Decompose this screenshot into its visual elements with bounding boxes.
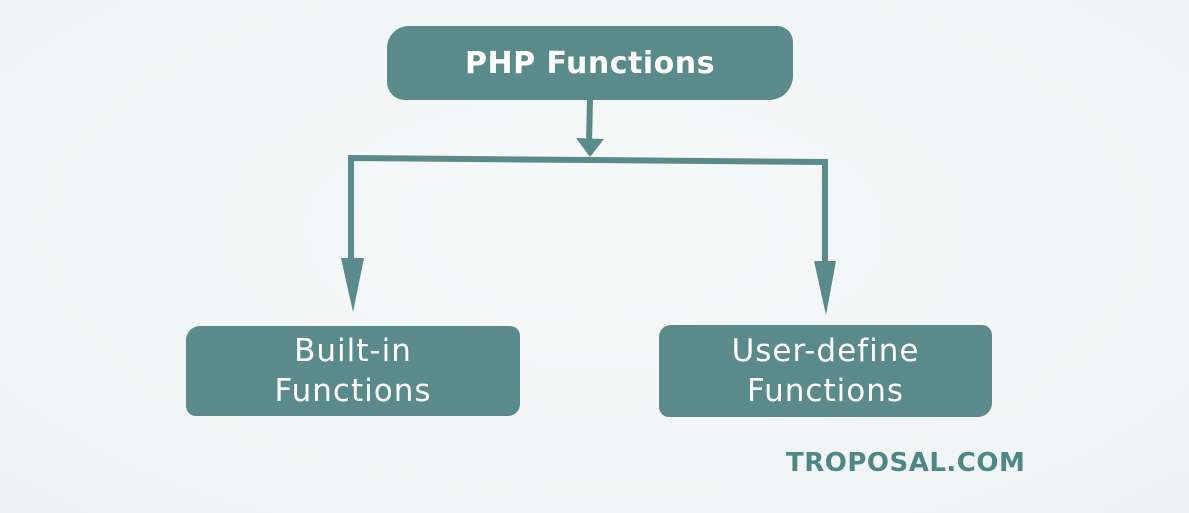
built-in-functions-node: Built-in Functions xyxy=(186,326,520,416)
right-arrowhead-icon xyxy=(814,261,836,315)
root-down-connector xyxy=(586,97,593,146)
root-arrowhead-icon xyxy=(576,138,604,157)
horizontal-branch-connector xyxy=(348,154,828,264)
php-functions-node: PHP Functions xyxy=(387,26,793,100)
built-in-functions-label: Built-in Functions xyxy=(274,333,432,409)
user-define-functions-label: User-define Functions xyxy=(731,333,920,409)
php-functions-label: PHP Functions xyxy=(465,45,715,81)
user-define-functions-node: User-define Functions xyxy=(659,325,992,417)
troposal-watermark: TROPOSAL.COM xyxy=(786,448,1026,478)
left-arrowhead-icon xyxy=(341,258,364,312)
